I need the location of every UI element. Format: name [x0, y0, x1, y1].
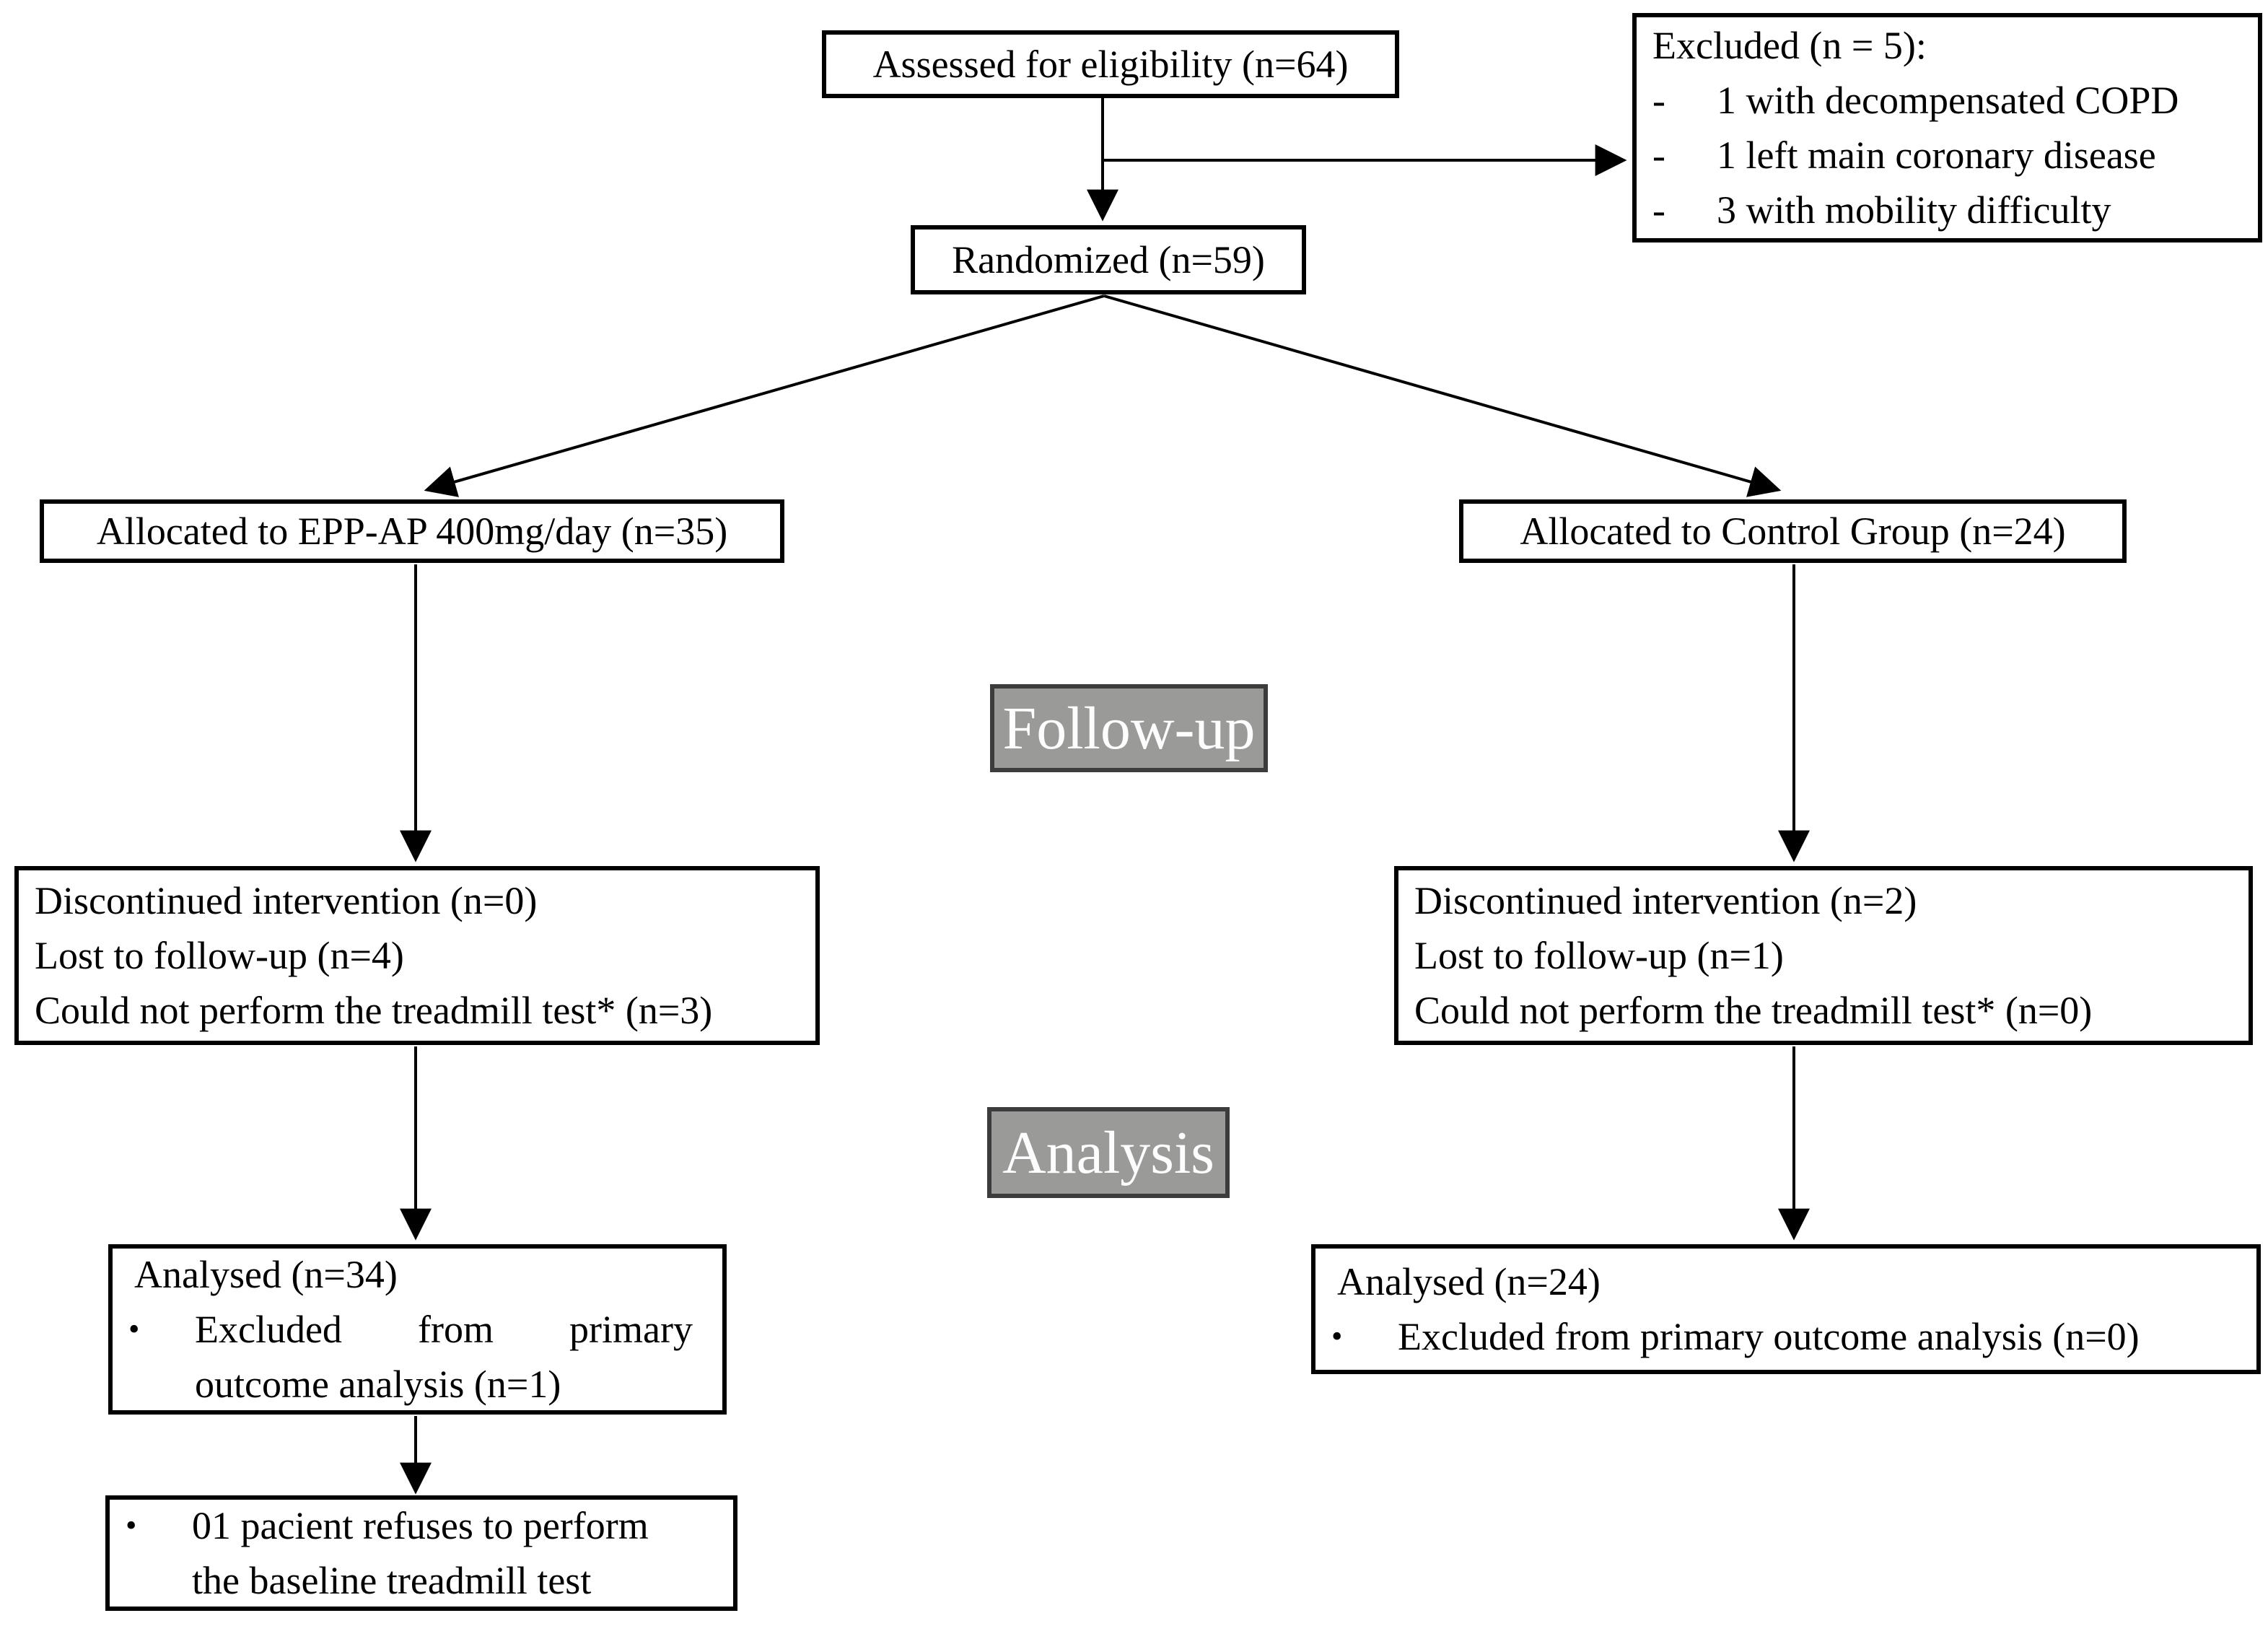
box-analysed-right: Analysed (n=24) • Excluded from primary … — [1311, 1244, 2261, 1374]
box-assessed-label: Assessed for eligibility (n=64) — [872, 43, 1349, 86]
box-allocated-control-label: Allocated to Control Group (n=24) — [1520, 510, 2066, 553]
bullet-icon: • — [128, 1311, 140, 1347]
bullet-icon: • — [1331, 1319, 1343, 1354]
discontinued-right-line: Discontinued intervention (n=2) — [1414, 879, 1917, 922]
analysed-left-title: Analysed (n=34) — [134, 1253, 398, 1296]
bullet-icon: • — [126, 1508, 137, 1543]
box-assessed-eligibility: Assessed for eligibility (n=64) — [822, 30, 1399, 98]
refused-line: 01 pacient refuses to perform — [192, 1504, 649, 1547]
dash-icon: - — [1652, 188, 1665, 232]
box-discontinued-right: Discontinued intervention (n=2) Lost to … — [1394, 866, 2253, 1045]
excluded-item-text: 3 with mobility difficulty — [1717, 188, 2111, 232]
excluded-item: - 1 with decompensated COPD — [1652, 73, 2243, 128]
box-refused-treadmill: • 01 pacient refuses to perform the base… — [105, 1495, 737, 1611]
dash-icon: - — [1652, 79, 1665, 122]
stage-follow-up-text: Follow-up — [1002, 694, 1256, 762]
excluded-item-text: 1 left main coronary disease — [1717, 134, 2156, 177]
arrow-randomized-to-alloc-left — [424, 294, 1105, 497]
box-allocated-control: Allocated to Control Group (n=24) — [1459, 499, 2127, 563]
excluded-title: Excluded (n = 5): — [1652, 24, 1927, 67]
analysed-right-title: Analysed (n=24) — [1337, 1260, 1601, 1303]
analysed-left-bullet-line: Excluded from primary — [195, 1308, 693, 1351]
arrow-randomized-to-alloc-right — [1103, 294, 1782, 497]
discontinued-right-line: Lost to follow-up (n=1) — [1414, 934, 1784, 977]
box-excluded: Excluded (n = 5): - 1 with decompensated… — [1632, 13, 2262, 242]
excluded-item: - 1 left main coronary disease — [1652, 128, 2243, 183]
analysed-left-bullet-line: outcome analysis (n=1) — [195, 1363, 561, 1406]
discontinued-left-line: Lost to follow-up (n=4) — [35, 934, 404, 977]
refused-line: the baseline treadmill test — [192, 1559, 592, 1602]
analysed-right-bullet-line: Excluded from primary outcome analysis (… — [1398, 1315, 2140, 1358]
discontinued-left-line: Discontinued intervention (n=0) — [35, 879, 538, 922]
box-allocated-epp-ap-label: Allocated to EPP-AP 400mg/day (n=35) — [96, 510, 728, 553]
stage-label-analysis: Analysis — [987, 1107, 1230, 1198]
stage-label-follow-up: Follow-up — [990, 684, 1268, 772]
box-analysed-left: Analysed (n=34) • Excluded from primary … — [108, 1244, 727, 1415]
box-randomized: Randomized (n=59) — [911, 225, 1306, 294]
box-randomized-label: Randomized (n=59) — [952, 238, 1265, 281]
analysed-right-bullet-item: • Excluded from primary outcome analysis… — [1331, 1309, 2242, 1364]
box-discontinued-left: Discontinued intervention (n=0) Lost to … — [14, 866, 820, 1045]
excluded-item: - 3 with mobility difficulty — [1652, 183, 2243, 237]
stage-analysis-text: Analysis — [1002, 1119, 1214, 1186]
discontinued-right-line: Could not perform the treadmill test* (n… — [1414, 989, 2093, 1032]
discontinued-left-line: Could not perform the treadmill test* (n… — [35, 989, 713, 1032]
dash-icon: - — [1652, 134, 1665, 177]
box-allocated-epp-ap: Allocated to EPP-AP 400mg/day (n=35) — [40, 499, 784, 563]
excluded-item-text: 1 with decompensated COPD — [1717, 79, 2179, 122]
analysed-left-bullet-item: • Excluded from primary outcome analysis… — [128, 1302, 708, 1412]
refused-bullet-item: • 01 pacient refuses to perform the base… — [126, 1498, 719, 1608]
